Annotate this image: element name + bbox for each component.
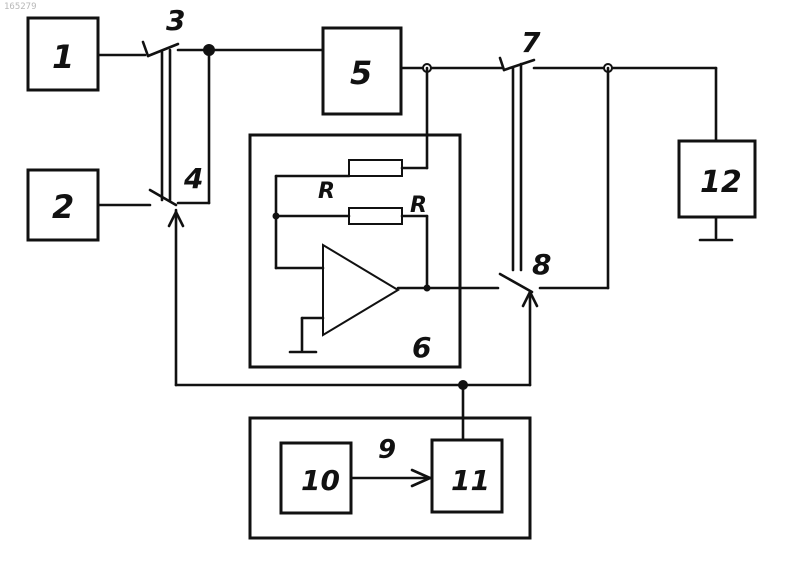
block-10-label: 10 [301,464,340,497]
ground-symbol [700,217,732,240]
block-2-label: 2 [52,188,74,226]
junction-dot [273,213,280,220]
switch-4 [98,190,176,205]
top-wiring [98,42,716,141]
block-9-label: 9 [378,435,396,465]
switch-7-8-linkage [513,64,608,288]
watermark-text: 165279 [4,2,37,12]
switch-3-label: 3 [166,4,185,37]
block-11-label: 11 [451,464,490,497]
switch-4-label: 4 [183,162,203,195]
resistor-top-label: R [318,179,335,204]
block-12-label: 12 [700,165,742,200]
junction-dot [424,285,431,292]
block-5-label: 5 [350,54,372,92]
resistor-bottom-label: R [410,193,427,218]
switch-8-label: 8 [532,248,551,281]
block-6-label: 6 [412,331,431,364]
block-1-label: 1 [52,38,74,76]
junction-dot [458,380,468,390]
switch-7-label: 7 [521,26,541,59]
